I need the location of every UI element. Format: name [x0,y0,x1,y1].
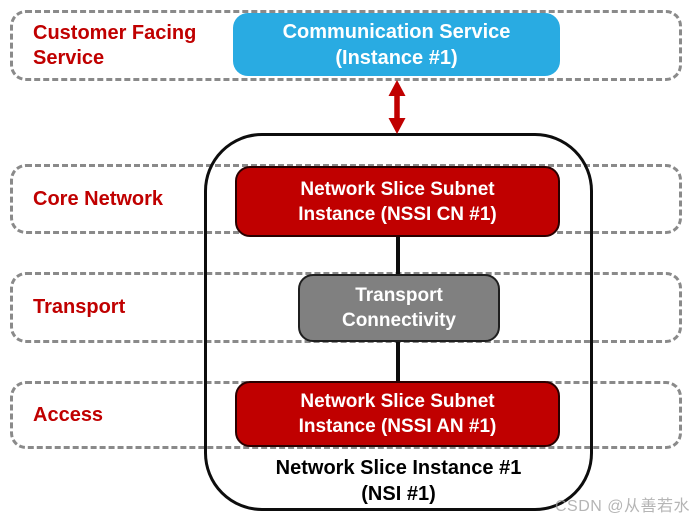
nssi-cn-line1: Network Slice Subnet [300,178,495,200]
nssi-an-line1: Network Slice Subnet [300,391,495,412]
communication-service-box: Communication Service (Instance #1) [233,13,560,76]
band-customer-facing-service: Customer Facing Service [10,10,682,81]
communication-service-line1: Communication Service [282,20,511,43]
nssi-an-box: Network Slice Subnet Instance (NSSI AN #… [235,381,560,447]
transport-connectivity-line2: Connectivity [341,310,457,331]
nsi-caption: Network Slice Instance #1 (NSI #1) [204,455,593,507]
transport-connectivity-box: Transport Connectivity [298,274,500,342]
nsi-caption-line2: (NSI #1) [361,483,436,505]
band-label-transport: Transport [33,296,126,318]
transport-connectivity-line1: Transport [355,285,443,306]
band-label-core-network: Core Network [33,187,164,210]
watermark: CSDN @从善若水 [554,498,690,515]
nsi-container-outline [204,133,593,511]
nssi-cn-line2: Instance (NSSI CN #1) [298,203,497,225]
bidirectional-arrow-icon [388,80,406,134]
band-label-customer-facing-service: Customer Facing Service [33,21,197,69]
nsi-caption-line1: Network Slice Instance #1 [275,457,522,479]
nssi-cn-box: Network Slice Subnet Instance (NSSI CN #… [235,166,560,237]
band-label-access: Access [33,403,104,426]
communication-service-line2: (Instance #1) [335,46,458,69]
nssi-an-line2: Instance (NSSI AN #1) [298,416,497,437]
